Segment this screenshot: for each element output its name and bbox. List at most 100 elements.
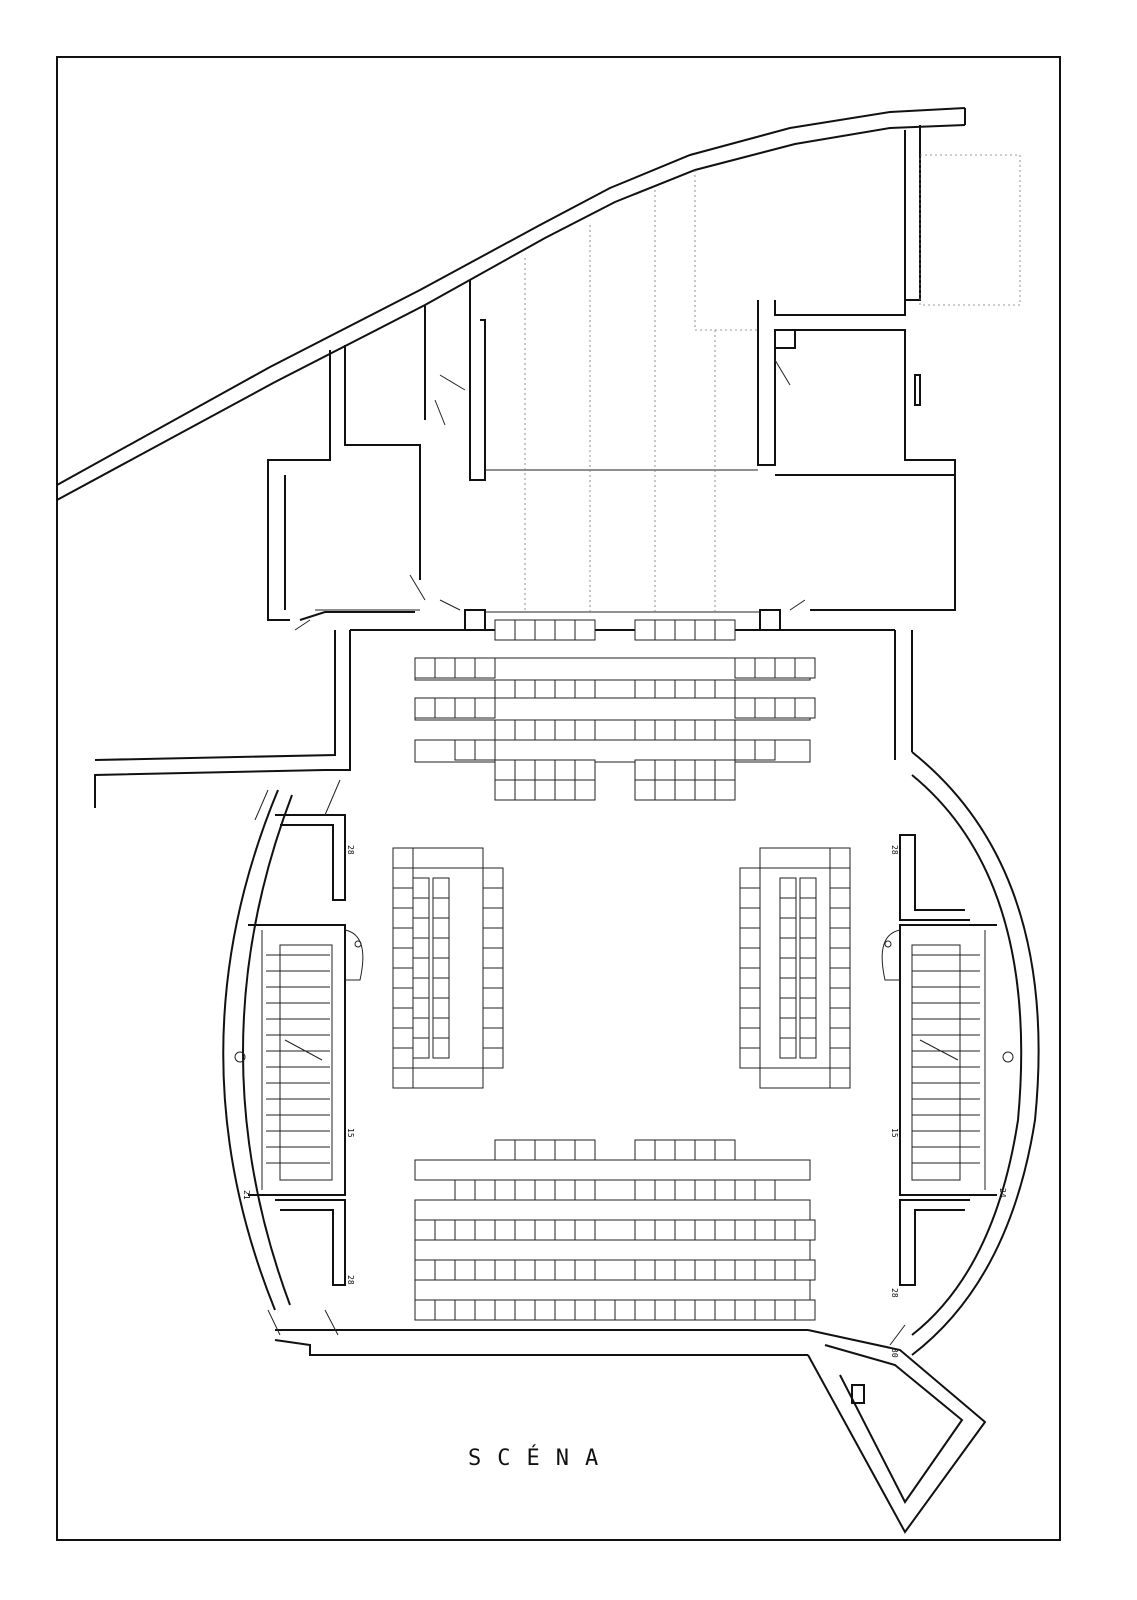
seat [482,1047,504,1069]
seat [554,1219,576,1241]
seat [754,1179,776,1201]
seat [434,1219,456,1241]
seat [514,1299,536,1321]
seat [494,1179,516,1201]
label-right-upper: 28 [890,845,899,855]
seat [554,1179,576,1201]
seat [534,1299,556,1321]
seat [554,679,576,701]
seat [829,867,851,889]
seat [434,697,456,719]
seat [634,779,656,801]
seat [794,1259,816,1281]
seat [554,619,576,641]
seat [794,1299,816,1321]
seat [774,697,796,719]
seat [654,719,676,741]
label-right-door: 30 [890,1348,899,1358]
label-right-low: 24 [998,1188,1007,1198]
seat [574,1219,596,1241]
seat [779,917,797,939]
seat [514,1139,536,1161]
seat [634,619,656,641]
seat [694,679,716,701]
seat [482,987,504,1009]
seat [414,697,436,719]
seat [514,679,536,701]
seat [779,1017,797,1039]
seat [432,877,450,899]
seat [754,1299,776,1321]
drawing-title: SCÉNA [468,1445,614,1471]
seat [799,997,817,1019]
seat [739,867,761,889]
table-row [414,1239,811,1261]
seat [674,759,696,781]
seat [414,1259,436,1281]
seat [514,719,536,741]
seat [392,927,414,949]
table-row [414,1199,811,1221]
seat [392,1047,414,1069]
seat [494,759,516,781]
seat [714,1179,736,1201]
seat [674,1259,696,1281]
seat [474,1219,496,1241]
seat [694,1299,716,1321]
seat [482,967,504,989]
seat [392,1067,414,1089]
seat [754,1259,776,1281]
table-row [414,739,811,763]
seat [514,759,536,781]
seat [554,779,576,801]
seat [414,657,436,679]
seat [392,967,414,989]
seat [392,987,414,1009]
seat [739,967,761,989]
seat [734,697,756,719]
seat [829,967,851,989]
label-left-bottom: 28 [346,1275,355,1285]
seat [554,759,576,781]
seat [474,1259,496,1281]
seat [494,779,516,801]
seat [829,847,851,869]
seat [634,679,656,701]
seat [694,759,716,781]
seat [779,897,797,919]
seat [482,1007,504,1029]
seat [674,779,696,801]
seat [574,759,596,781]
seat [829,927,851,949]
main-hall [94,629,1040,1534]
label-right-mid: 15 [890,1128,899,1138]
right-stair [912,954,980,1164]
seat [829,907,851,929]
seat [799,977,817,999]
seat [714,1299,736,1321]
seat [474,697,496,719]
seat [412,957,430,979]
seat [799,957,817,979]
seat [714,1259,736,1281]
seat [799,1037,817,1059]
seat [694,1259,716,1281]
seat [714,1219,736,1241]
seat [454,1219,476,1241]
seat [734,1179,756,1201]
seat [794,697,816,719]
seat [554,1259,576,1281]
seat [739,947,761,969]
seat [634,1259,656,1281]
seat [734,1219,756,1241]
seat [634,1179,656,1201]
seat [574,1179,596,1201]
seat [432,957,450,979]
seat [714,679,736,701]
table-row [412,1067,484,1089]
seat [494,1259,516,1281]
seat [482,947,504,969]
table-row [414,1159,811,1181]
seat [494,619,516,641]
seat [574,619,596,641]
